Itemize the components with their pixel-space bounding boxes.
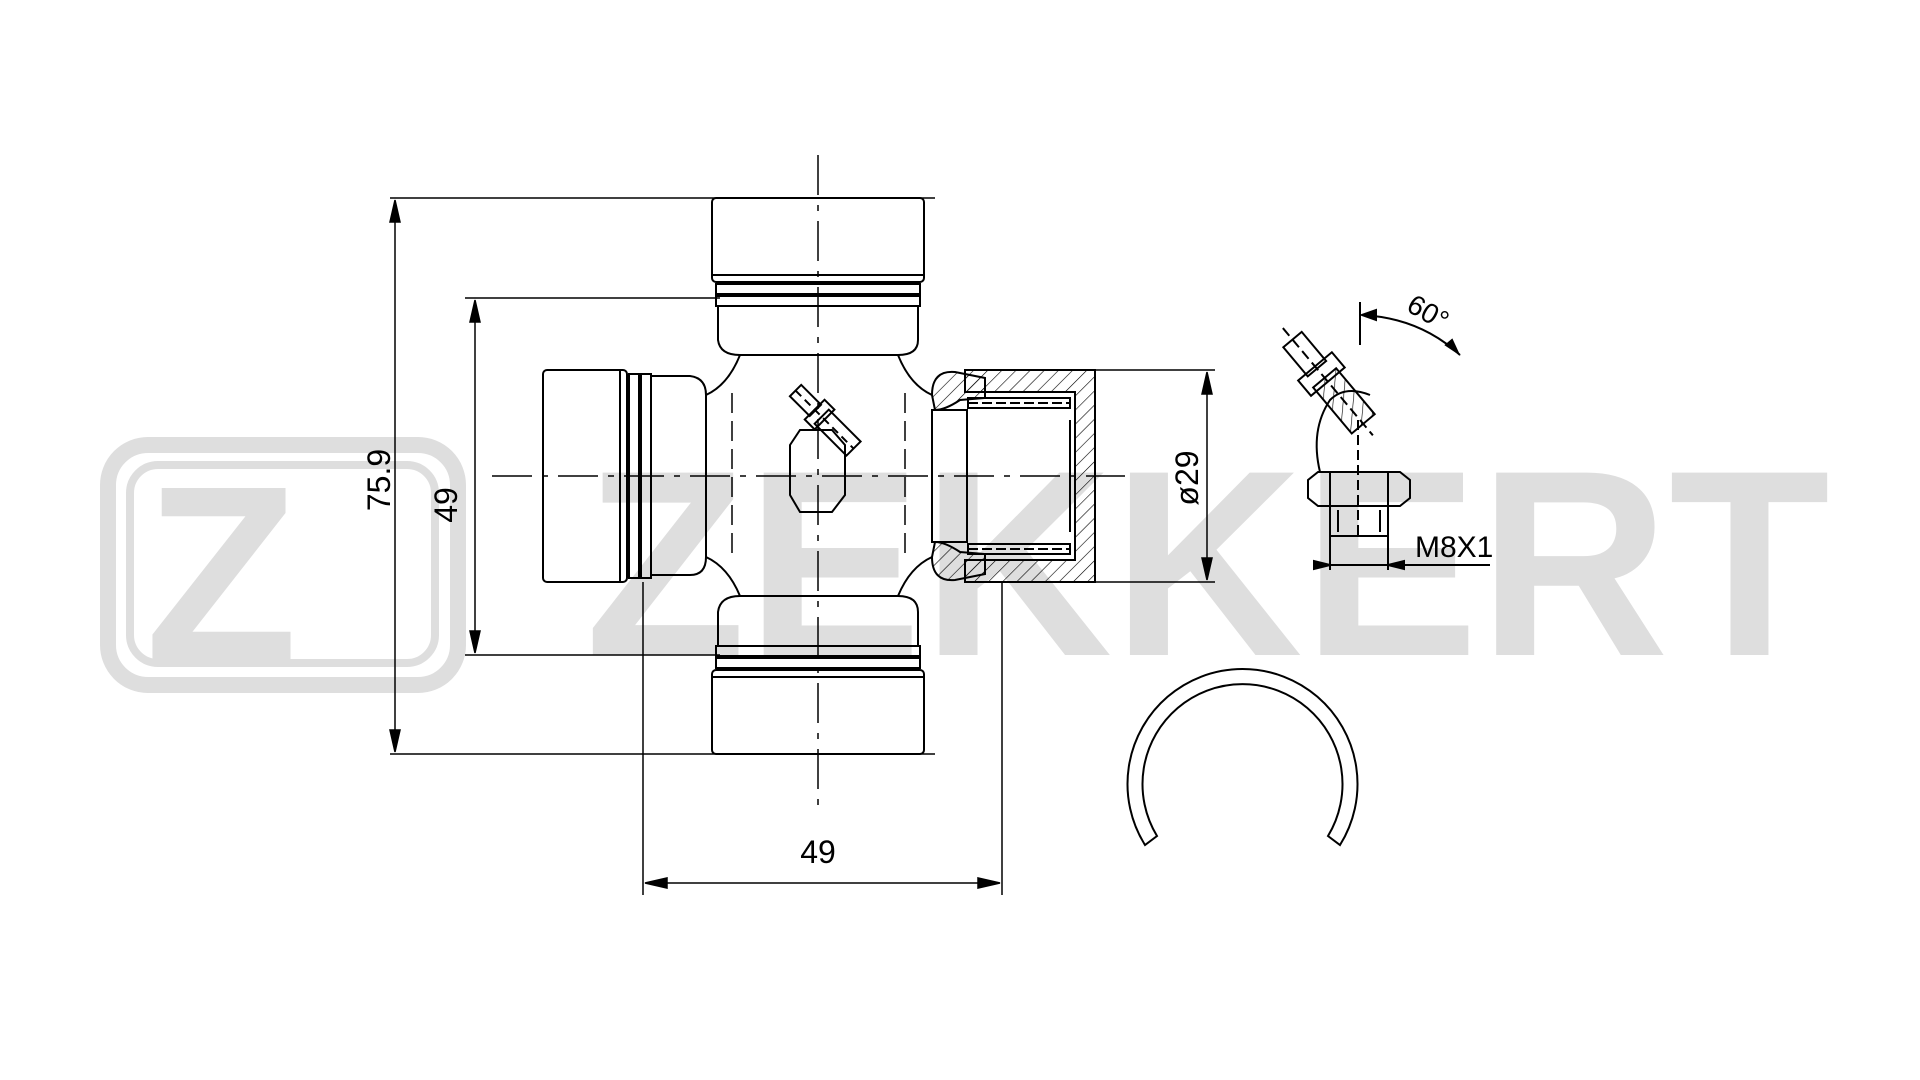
logo-letter-z: Z <box>145 434 298 713</box>
fitting-thread-label: M8X1 <box>1415 531 1493 564</box>
bottom-journal <box>717 595 919 646</box>
bottom-seal <box>715 657 921 669</box>
left-journal <box>651 375 707 576</box>
body-fillet-top-right <box>897 354 933 396</box>
body-fillet-top-left <box>705 354 741 396</box>
grease-fitting-detail <box>1281 302 1490 571</box>
bottom-seal-2 <box>715 645 921 657</box>
dim-overall-height: 75.9 <box>361 449 397 511</box>
top-seal <box>715 283 921 295</box>
dim-body-height: 49 <box>428 487 464 523</box>
body-grease-fitting <box>788 383 863 513</box>
right-journal <box>931 409 968 543</box>
body-fillet-bottom-left <box>705 556 741 597</box>
left-seal <box>628 373 640 579</box>
fitting-angle-label: 60° <box>1402 288 1454 336</box>
logo-badge-outer <box>100 437 466 693</box>
retaining-clip <box>1126 668 1359 847</box>
logo-badge-inner <box>126 461 439 667</box>
center-lines <box>492 155 1125 808</box>
dimension-lines <box>389 197 1215 895</box>
top-seal-2 <box>715 295 921 307</box>
dimension-labels: 75.9 49 49 ø29 <box>361 449 1205 870</box>
top-journal <box>717 306 919 356</box>
seal-top <box>930 370 986 412</box>
dim-cap-diameter: ø29 <box>1169 450 1205 505</box>
dim-body-width: 49 <box>800 834 836 870</box>
body-fillet-bottom-right <box>897 556 933 597</box>
cross-body <box>542 197 933 755</box>
left-cap <box>542 369 628 583</box>
left-seal-2 <box>640 373 652 579</box>
right-cap-section <box>930 369 1096 583</box>
